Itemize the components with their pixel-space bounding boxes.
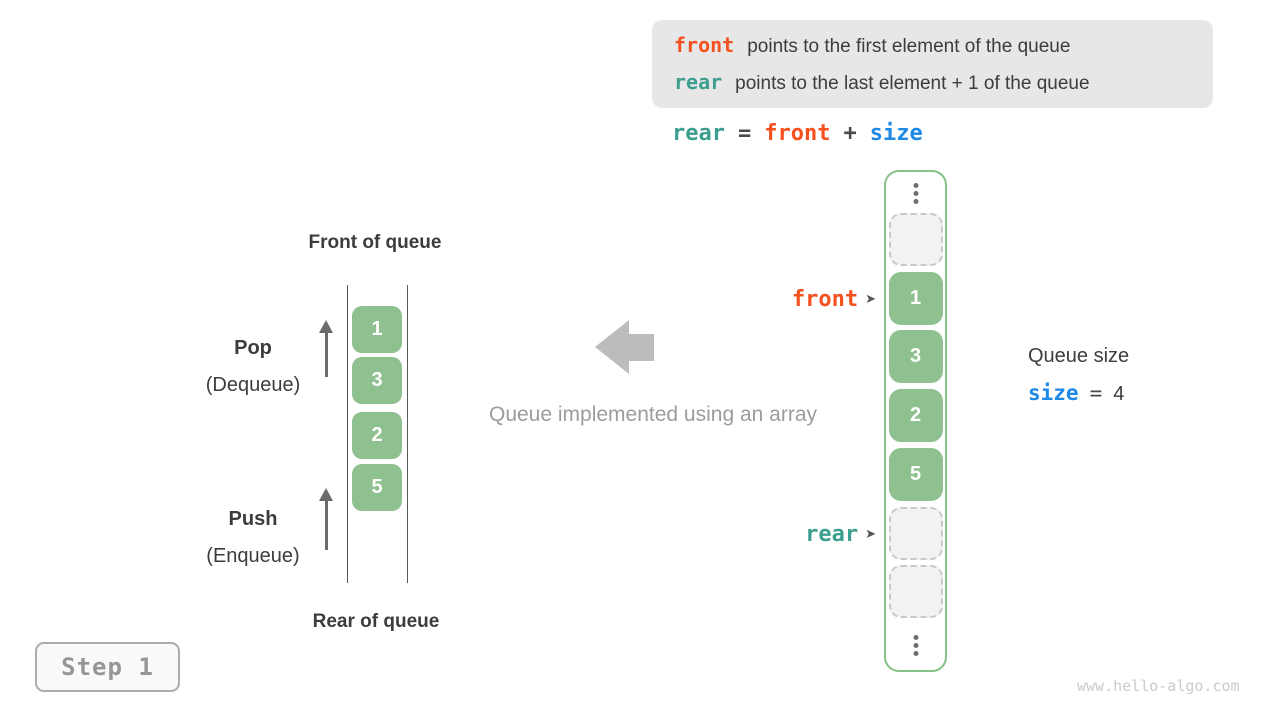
array-cell: 1 [888,272,943,325]
front-term: front [674,33,735,57]
ellipsis-bottom-icon [913,635,918,656]
legend-box: front points to the first element of the… [652,20,1213,108]
watermark: www.hello-algo.com [1077,677,1240,695]
push-arrow-icon [319,488,333,501]
pop-arrow-shaft [325,331,328,377]
array-cell: 5 [888,448,943,501]
size-equals: = [1089,381,1103,405]
queue-channel-right-line [407,285,408,583]
array-caption: Queue implemented using an array [488,403,818,426]
front-pointer-label: front [791,286,859,312]
size-value: 4 [1113,383,1125,405]
push-label: Push [228,508,278,530]
formula-plus: + [843,121,857,146]
legend-row-rear: rear points to the last element + 1 of t… [674,64,1213,101]
pop-label-group: Pop (Dequeue) [163,330,343,404]
ellipsis-top-icon [913,183,918,204]
legend-row-front: front points to the first element of the… [674,27,1213,64]
push-label-group: Push (Enqueue) [163,501,343,575]
rear-of-queue-label: Rear of queue [312,611,440,632]
formula: rear = front + size [672,121,923,146]
pop-arrow-icon [319,320,333,333]
queue-box: 2 [352,412,402,459]
array-cell-empty [888,565,943,618]
step-badge: Step 1 [35,642,180,692]
formula-rear: rear [672,121,725,146]
rear-term: rear [674,70,723,94]
array-cell: 2 [888,389,943,442]
array-cell-empty [888,213,943,266]
queue-box: 5 [352,464,402,511]
left-arrow-icon-tail [628,334,654,361]
left-arrow-icon [595,320,629,374]
front-of-queue-label: Front of queue [308,232,442,253]
queue-box: 1 [352,306,402,353]
right-pointer-icon: ➤ [865,526,876,542]
dequeue-label: (Dequeue) [205,374,301,396]
array-container: 1 3 2 5 [884,170,947,672]
rear-pointer-label: rear [805,521,859,547]
rear-description: points to the last element + 1 of the qu… [735,73,1090,94]
formula-front: front [764,121,831,146]
formula-equals: = [737,121,752,146]
queue-size-title: Queue size [1028,345,1130,367]
size-var: size [1028,381,1079,405]
queue-box: 3 [352,357,402,404]
rear-pointer: rear ➤ [690,520,876,548]
right-pointer-icon: ➤ [865,291,876,307]
push-arrow-shaft [325,499,328,550]
pop-label: Pop [234,337,272,359]
array-cell-empty [888,507,943,560]
size-equation: size = 4 [1028,381,1124,406]
formula-size: size [869,121,923,146]
enqueue-label: (Enqueue) [206,545,300,567]
front-description: points to the first element of the queue [747,36,1071,57]
queue-channel-left-line [347,285,348,583]
array-cell: 3 [888,330,943,383]
front-pointer: front ➤ [690,285,876,313]
